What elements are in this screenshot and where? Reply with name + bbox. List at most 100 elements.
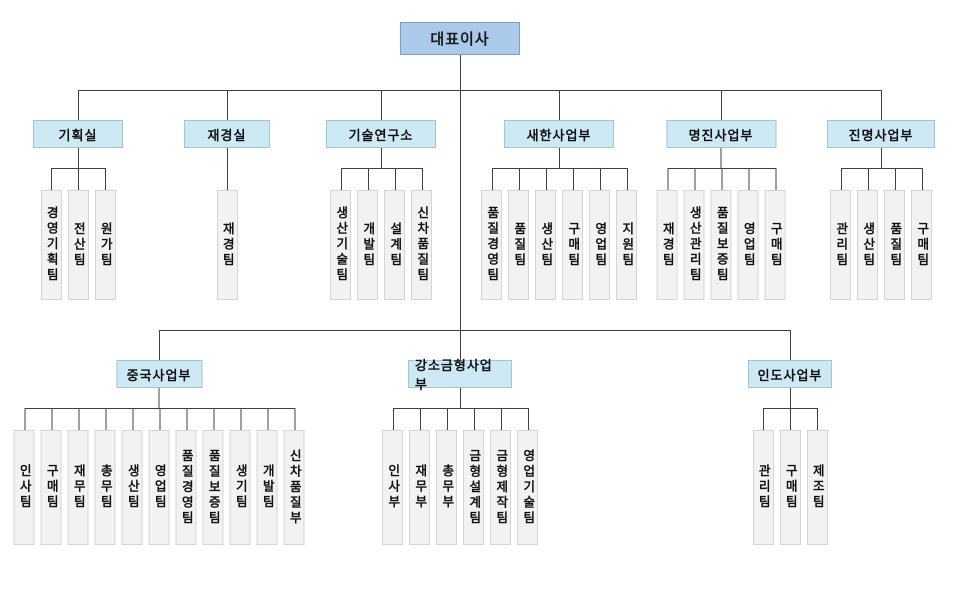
connector-line [880, 90, 882, 120]
team-label: 개발팀 [260, 464, 275, 511]
team-label: 경영기획팀 [44, 206, 59, 284]
division-node: 재경실 [184, 120, 270, 148]
team-node: 경영기획팀 [40, 190, 62, 300]
team-connector-wrap: 전산팀 [64, 168, 92, 300]
team-node: 생산관리팀 [683, 190, 705, 300]
division-node: 기획실 [33, 120, 123, 148]
team-node: 재무부 [409, 430, 430, 545]
connector-line [459, 55, 461, 360]
team-node: 구매팀 [764, 190, 786, 300]
team-label: 구매팀 [768, 221, 783, 269]
team-label: 총무팀 [98, 464, 113, 511]
team-connector-wrap: 지원팀 [613, 168, 637, 300]
team-connector-wrap: 영업팀 [734, 168, 762, 300]
team-connector-wrap: 관리팀 [752, 408, 777, 545]
team-label: 제조팀 [810, 464, 825, 511]
team-label: 생산기술팀 [333, 206, 348, 284]
team-node: 관리팀 [752, 430, 774, 545]
division-node: 새한사업부 [504, 120, 614, 148]
team-label: 품질경영팀 [484, 206, 499, 284]
team-node: 지원팀 [616, 190, 637, 300]
team-node: 품질보증팀 [710, 190, 732, 300]
team-label: 생산팀 [125, 464, 140, 511]
team-node: 총무부 [436, 430, 457, 545]
team-node: 생기팀 [229, 430, 251, 545]
team-connector-wrap: 품질경영팀 [481, 168, 505, 300]
team-label: 원가팀 [98, 221, 113, 269]
connector-line [380, 90, 382, 120]
team-connector-wrap: 생산기술팀 [330, 168, 354, 300]
team-label: 영업팀 [592, 221, 607, 269]
team-node: 구매팀 [779, 430, 801, 545]
team-label: 품질경영팀 [179, 448, 194, 527]
team-connector-wrap: 생산관리팀 [680, 168, 708, 300]
connector-line [78, 90, 881, 91]
team-node: 생산팀 [121, 430, 143, 545]
division-group-finance: 재경실 재경팀 [184, 120, 270, 300]
team-node: 개발팀 [256, 430, 278, 545]
team-connector-wrap: 재경팀 [656, 168, 681, 300]
team-label: 금형제작팀 [493, 448, 508, 527]
team-connector-wrap: 구매팀 [776, 408, 804, 545]
team-label: 구매팀 [783, 464, 798, 511]
team-node: 인사부 [382, 430, 403, 545]
connector-line [880, 148, 882, 168]
team-node: 구매팀 [562, 190, 583, 300]
connector-line [720, 90, 722, 120]
team-label: 구매팀 [565, 221, 580, 269]
team-connector-wrap: 관리팀 [830, 168, 854, 300]
root-node-ceo: 대표이사 [400, 22, 520, 55]
team-label: 생산팀 [860, 221, 875, 269]
team-node: 재무팀 [67, 430, 89, 545]
team-connector-wrap: 개발팀 [253, 408, 281, 545]
connector-line [77, 90, 79, 120]
team-node: 영업기술팀 [517, 430, 538, 545]
team-node: 구매팀 [40, 430, 62, 545]
team-node: 품질경영팀 [175, 430, 197, 545]
team-node: 생산팀 [857, 190, 878, 300]
division-node: 명진사업부 [666, 120, 776, 148]
team-label: 설계팀 [387, 221, 402, 269]
team-label: 생기팀 [233, 464, 248, 511]
team-label: 관리팀 [756, 464, 771, 511]
team-label: 생산팀 [538, 221, 553, 269]
team-node: 전산팀 [67, 190, 89, 300]
team-node: 금형설계팀 [463, 430, 484, 545]
team-connector-wrap: 품질보증팀 [199, 408, 227, 545]
team-connector-wrap: 영업기술팀 [514, 408, 538, 545]
team-node: 영업팀 [148, 430, 170, 545]
team-node: 설계팀 [384, 190, 405, 300]
team-node: 생산기술팀 [330, 190, 351, 300]
team-connector-wrap: 영업팀 [586, 168, 613, 300]
team-label: 총무부 [439, 464, 454, 511]
team-connector-wrap: 생산팀 [532, 168, 559, 300]
division-group-saehan: 새한사업부 품질경영팀 품질팀 생산팀 구매팀 영업팀 지원팀 [481, 120, 637, 300]
team-connector-wrap: 재경팀 [216, 168, 238, 300]
connector-line [226, 90, 228, 120]
team-connector-wrap: 구매팀 [908, 168, 932, 300]
team-node: 관리팀 [830, 190, 851, 300]
connector-line [159, 330, 790, 331]
team-node: 제조팀 [806, 430, 828, 545]
team-connector-wrap: 원가팀 [91, 168, 116, 300]
team-node: 품질경영팀 [481, 190, 502, 300]
connector-line [380, 148, 382, 168]
team-label: 품질보증팀 [714, 206, 729, 284]
team-node: 구매팀 [911, 190, 932, 300]
connector-line [558, 148, 560, 168]
team-node: 품질팀 [508, 190, 529, 300]
team-connector-wrap: 총무팀 [91, 408, 119, 545]
team-connector-wrap: 영업팀 [145, 408, 173, 545]
division-group-planning: 기획실 경영기획팀 전산팀 원가팀 [33, 120, 123, 300]
team-connector-wrap: 재무부 [406, 408, 433, 545]
team-label: 영업팀 [152, 464, 167, 511]
team-node: 영업팀 [589, 190, 610, 300]
